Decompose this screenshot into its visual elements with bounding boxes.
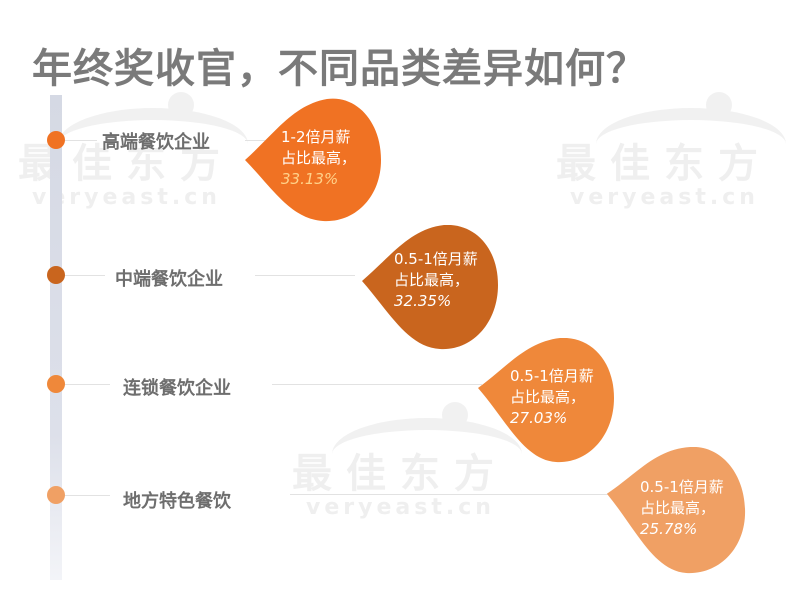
teardrop-callout: 0.5-1倍月薪 占比最高， 25.78% [604,447,748,575]
watermark-text-en: veryeast.cn [306,495,495,520]
callout-salary-range: 0.5-1倍月薪 [510,367,594,385]
callout-salary-range: 1-2倍月薪 [281,128,351,146]
page-title: 年终奖收官，不同品类差异如何？ [32,46,647,92]
callout-percent: 25.78% [640,520,698,538]
connector-line [65,140,97,141]
watermark-logo-head [442,402,468,428]
callout-caption: 占比最高， [640,499,716,517]
watermark: 最佳东方 veryeast.cn [556,92,786,210]
callout-text: 0.5-1倍月薪 占比最高， 25.78% [640,477,724,540]
connector-line [65,495,110,496]
teardrop-shape [606,447,746,573]
category-label: 连锁餐饮企业 [123,378,231,399]
callout-caption: 占比最高， [510,388,586,406]
category-label: 中端餐饮企业 [115,269,223,290]
connector-line [245,140,265,141]
callout-salary-range: 0.5-1倍月薪 [394,250,478,268]
callout-percent: 27.03% [510,409,568,427]
timeline-dot [47,375,65,393]
callout-percent: 32.35% [394,292,452,310]
callout-percent: 33.13% [281,170,339,188]
watermark-logo-head [168,92,194,118]
callout-text: 0.5-1倍月薪 占比最高， 27.03% [510,366,594,429]
timeline-dot [47,486,65,504]
watermark-text-en: veryeast.cn [570,185,759,210]
connector-line [255,275,355,276]
watermark-text-cn: 最佳东方 [556,141,772,187]
watermark-logo-head [706,92,732,118]
category-label: 高端餐饮企业 [102,132,210,153]
timeline-bar [50,95,62,580]
callout-text: 0.5-1倍月薪 占比最高， 32.35% [394,249,478,312]
watermark-text-cn: 最佳东方 [292,451,508,497]
teardrop-shape [478,338,614,463]
category-label: 地方特色餐饮 [123,491,231,512]
teardrop-shape [245,98,381,222]
teardrop-callout: 0.5-1倍月薪 占比最高， 32.35% [362,225,498,351]
callout-salary-range: 0.5-1倍月薪 [640,478,724,496]
teardrop-callout: 1-2倍月薪 占比最高， 33.13% [245,97,381,223]
connector-line [65,275,105,276]
connector-line [272,384,482,385]
teardrop-shape [362,225,498,350]
callout-caption: 占比最高， [281,149,357,167]
teardrop-callout: 0.5-1倍月薪 占比最高， 27.03% [478,338,614,464]
timeline-dot [47,131,65,149]
watermark: 最佳东方 veryeast.cn [292,402,522,520]
watermark-swoosh [596,108,786,180]
timeline-dot [47,266,65,284]
callout-caption: 占比最高， [394,271,470,289]
connector-line [290,494,610,495]
connector-line [65,384,110,385]
callout-text: 1-2倍月薪 占比最高， 33.13% [281,127,356,190]
